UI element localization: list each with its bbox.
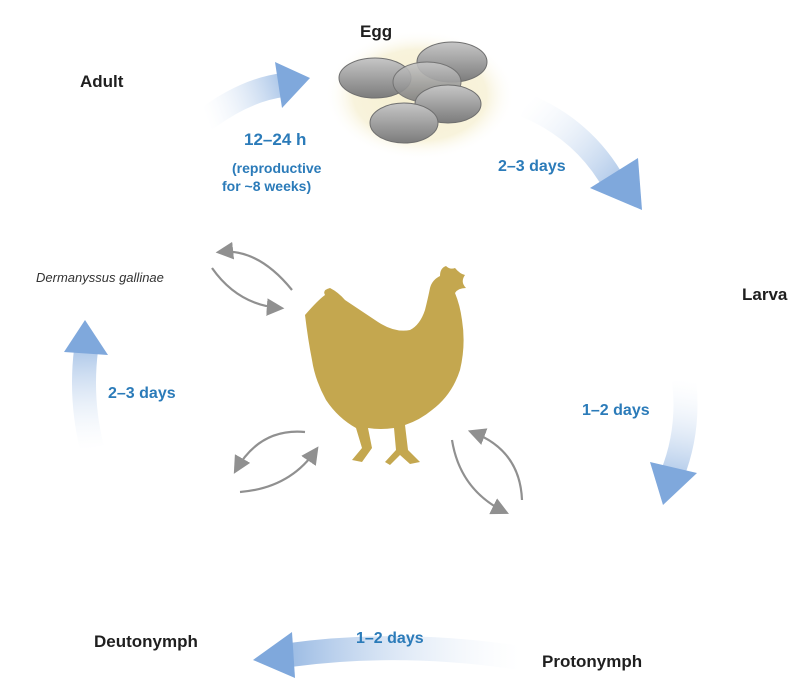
hen-silhouette — [305, 266, 466, 465]
cycle-arrow-adult-to-egg — [205, 62, 310, 120]
duration-adult-to-egg-note-line1: (reproductive — [232, 160, 321, 176]
stage-label-egg: Egg — [360, 22, 392, 42]
duration-egg-to-larva: 2–3 days — [498, 158, 566, 176]
stage-label-larva: Larva — [742, 285, 787, 305]
cycle-arrow-deutonymph-to-adult — [64, 320, 108, 448]
cycle-arrow-larva-to-protonymph — [650, 380, 697, 505]
species-name: Dermanyssus gallinae — [36, 270, 164, 285]
egg-cluster — [325, 30, 515, 160]
duration-larva-to-protonymph: 1–2 days — [582, 402, 650, 420]
stage-label-adult: Adult — [80, 72, 123, 92]
stage-label-protonymph: Protonymph — [542, 652, 642, 672]
duration-adult-to-egg: 12–24 h — [244, 130, 306, 150]
duration-deutonymph-to-adult: 2–3 days — [108, 385, 176, 403]
duration-protonymph-to-deutonymph: 1–2 days — [356, 630, 424, 648]
duration-adult-to-egg-note-line2: for ~8 weeks) — [222, 178, 311, 194]
stage-label-deutonymph: Deutonymph — [94, 632, 198, 652]
